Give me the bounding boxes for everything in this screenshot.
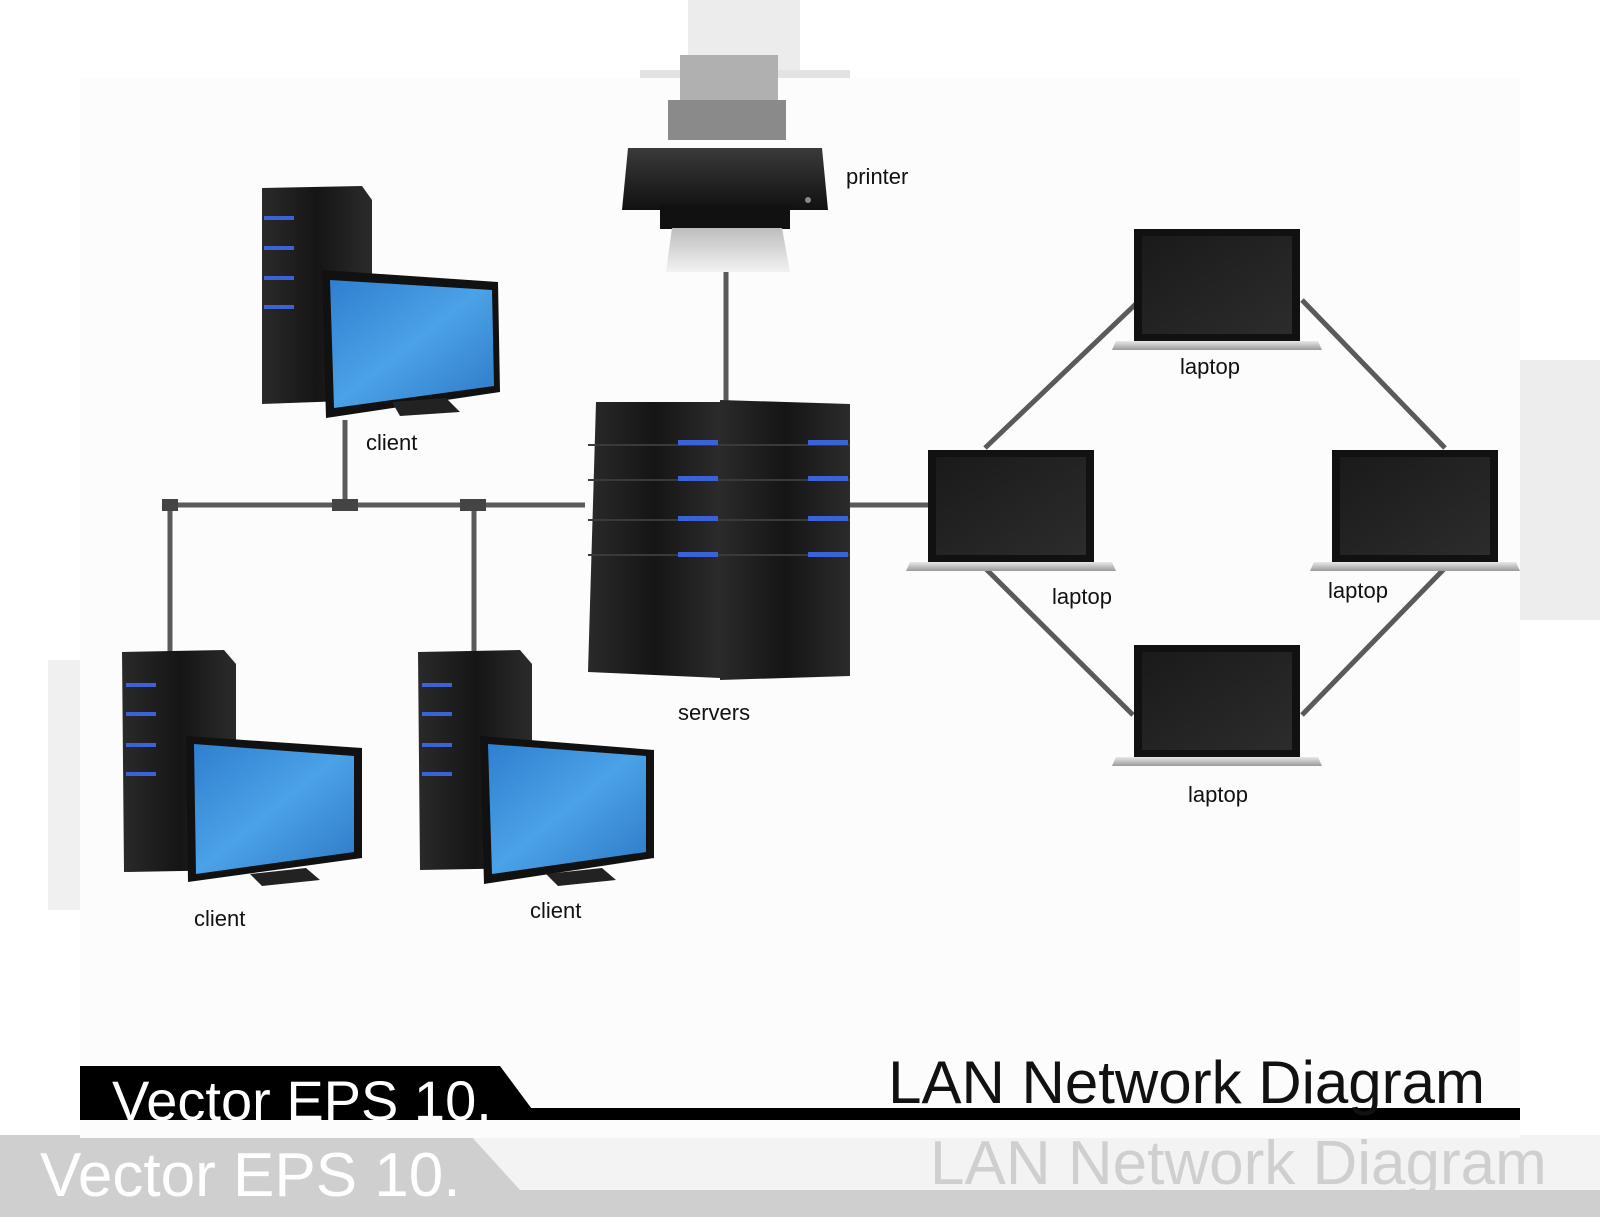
laptop-icon [906, 450, 1116, 571]
network-cables [167, 272, 1447, 717]
diagram-title-reflection: LAN Network Diagram [930, 1129, 1547, 1198]
diagram-title: LAN Network Diagram [888, 1049, 1485, 1116]
laptop-icon [1310, 450, 1520, 571]
desktop-monitor-icon [122, 650, 362, 886]
laptop-top-label: laptop [1180, 354, 1240, 379]
laptop-bottom-label: laptop [1188, 782, 1248, 807]
servers-label: servers [678, 700, 751, 725]
printer-icon [622, 55, 828, 272]
laptop-left-label: laptop [1052, 584, 1112, 609]
client-top-label: client [366, 430, 418, 455]
version-badge-reflection: Vector EPS 10. [40, 1141, 461, 1210]
client-bottom-middle-label: client [530, 898, 582, 923]
server-tower-icon [588, 400, 850, 680]
printer-label: printer [846, 164, 909, 189]
version-badge: Vector EPS 10. [112, 1069, 492, 1132]
client-bottom-left-label: client [194, 906, 246, 931]
laptop-right-label: laptop [1328, 578, 1388, 603]
laptop-icon [1112, 645, 1322, 766]
desktop-monitor-icon [418, 650, 654, 886]
footer-band [80, 1066, 1520, 1120]
desktop-monitor-icon [262, 186, 500, 418]
laptop-icon [1112, 229, 1322, 350]
